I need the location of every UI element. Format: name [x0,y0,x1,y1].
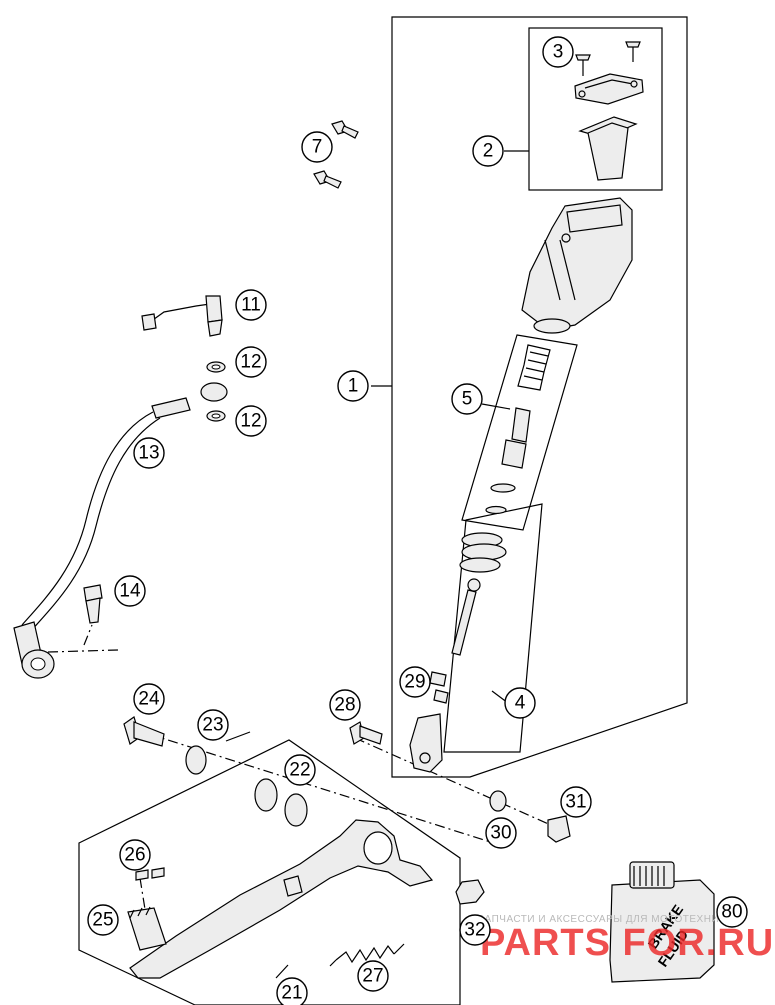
clevis-washer [489,790,507,812]
callout-26: 26 [119,839,151,871]
callout-23: 23 [197,709,229,741]
callout-21: 21 [276,977,308,1005]
svg-text:26: 26 [124,845,145,866]
svg-text:12: 12 [240,352,261,373]
leader-lines [225,150,529,979]
callout-80: 80 [716,896,748,928]
callout-12-lower: 12 [235,405,267,437]
callout-1: 1 [337,370,369,402]
callout-22: 22 [284,754,316,786]
callout-4: 4 [504,687,536,719]
svg-text:22: 22 [289,760,310,781]
callout-12-upper: 12 [235,346,267,378]
svg-text:7: 7 [312,137,323,158]
svg-text:24: 24 [138,689,160,710]
callout-14: 14 [114,575,146,607]
svg-text:32: 32 [464,920,485,941]
callout-28: 28 [329,689,361,721]
callout-3: 3 [542,36,574,68]
callout-31: 31 [560,786,592,818]
clevis-pin [349,721,383,745]
pedal-pivot-bolt [123,716,165,747]
callout-30: 30 [485,817,517,849]
svg-text:28: 28 [334,695,355,716]
frame-piston-kit [461,334,578,531]
svg-text:29: 29 [404,672,425,693]
callout-32: 32 [459,914,491,946]
watermark-tagline: ЗАПЧАСТИ И АКСЕССУАРЫ ДЛЯ МОТОТЕХНИКИ [478,914,733,925]
svg-text:25: 25 [92,910,113,931]
cotter-clip [547,815,571,843]
callout-24: 24 [133,683,165,715]
callout-2: 2 [472,135,504,167]
watermark-brand: PARTS FOR.RU [480,922,774,964]
master-cylinder-body [521,197,633,334]
callout-7: 7 [301,131,333,163]
cap-screws [575,41,641,76]
svg-text:30: 30 [490,823,511,844]
svg-text:31: 31 [565,792,586,813]
bleeder-screw [83,584,103,624]
brake-light-switch [141,295,223,337]
reservoir-cap [574,73,644,105]
callout-5: 5 [451,383,483,415]
svg-text:11: 11 [241,295,261,316]
frame-reservoir-cap-kit [528,27,663,191]
svg-text:1: 1 [348,376,359,397]
sealing-washers [206,361,226,422]
svg-text:23: 23 [202,715,223,736]
svg-text:5: 5 [462,389,473,410]
svg-text:21: 21 [281,983,302,1004]
frame-brake-pedal-assembly [78,739,461,1005]
piston-kit [485,344,551,515]
pedal-tip [127,906,167,951]
pedal-tip-bolts [135,867,165,881]
pedal-washer [185,745,207,775]
callout-29: 29 [399,666,431,698]
pedal-bushings [254,778,308,827]
callout-11: 11 [235,289,267,321]
brake-pedal [129,819,434,979]
svg-text:12: 12 [240,411,261,432]
reservoir-membrane [578,116,638,181]
svg-text:13: 13 [138,443,159,464]
pushrod-kit [409,532,507,773]
pedal-nut [455,879,485,905]
callout-25: 25 [87,904,119,936]
callout-27: 27 [357,960,389,992]
callout-13: 13 [133,437,165,469]
svg-text:27: 27 [362,966,383,987]
frame-pushrod-kit [443,503,543,753]
svg-text:2: 2 [483,141,494,162]
brake-fluid-can: BRAKE FLUID [609,861,715,983]
svg-text:3: 3 [553,42,564,63]
frame-master-cylinder-assembly [391,16,688,778]
mounting-bolts [313,120,359,189]
return-spring [329,943,405,967]
svg-text:80: 80 [721,902,742,923]
brake-hose [13,382,228,679]
svg-text:4: 4 [515,693,526,714]
watermark: ЗАПЧАСТИ И АКСЕССУАРЫ ДЛЯ МОТОТЕХНИКИ PA… [478,914,774,964]
svg-text:14: 14 [119,581,141,602]
